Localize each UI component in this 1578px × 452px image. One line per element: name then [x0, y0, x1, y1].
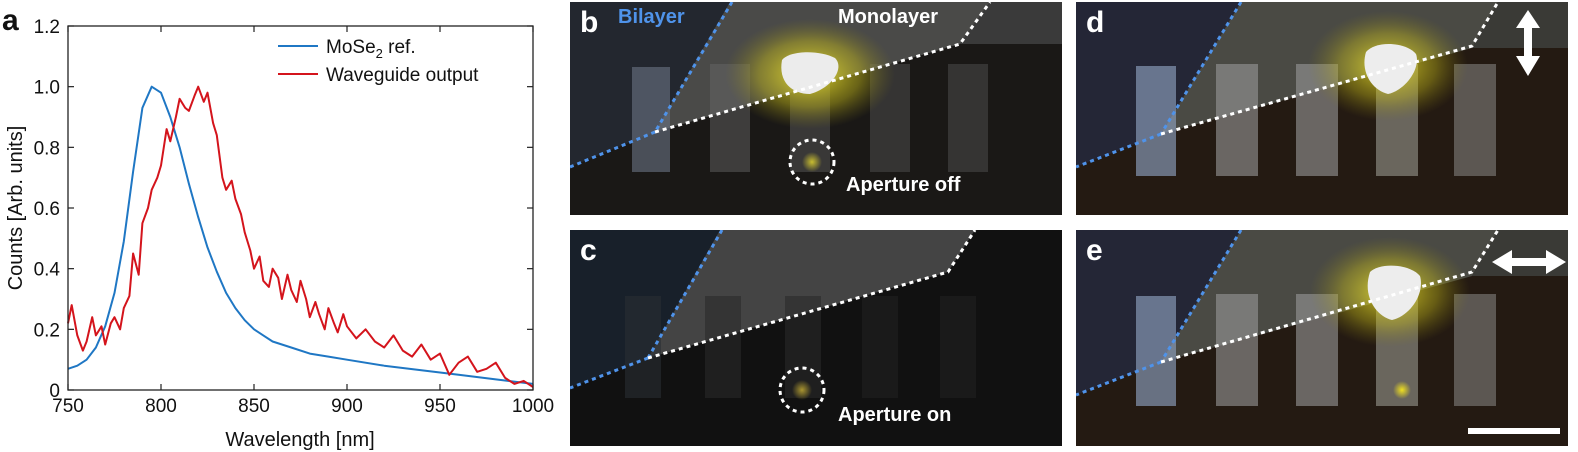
panel-label-e: e [1086, 234, 1103, 267]
bilayer-boundary-line-lower [570, 356, 649, 390]
bilayer-boundary-line [646, 230, 724, 359]
aperture-off-label: Aperture off [846, 174, 961, 196]
bilayer-boundary-line [653, 2, 734, 133]
legend-subscript: 2 [376, 46, 383, 61]
y-tick-label: 0.4 [34, 260, 61, 281]
horizontal-double-arrow-icon [1492, 250, 1566, 274]
y-tick-label: 0 [49, 381, 60, 402]
x-axis-label: Wavelength [nm] [225, 429, 374, 451]
image-panel-b: b Bilayer Monolayer Aperture off [570, 2, 1062, 215]
series-line-waveguide-output [67, 85, 534, 388]
x-tick-label: 1000 [512, 396, 554, 417]
panel-c-image [570, 230, 1062, 446]
legend: MoSe2 ref. Waveguide output [278, 37, 479, 86]
image-panel-e: e [1076, 230, 1568, 446]
bilayer-boundary-line-lower [1076, 132, 1162, 169]
bilayer-boundary-line [1159, 2, 1243, 135]
y-tick-label: 0.8 [34, 138, 60, 159]
particle-blob [781, 52, 839, 94]
particle-blob [1364, 43, 1417, 94]
vertical-double-arrow-icon [1516, 10, 1540, 76]
x-tick-label: 900 [331, 396, 363, 417]
image-panel-d: d [1076, 2, 1568, 215]
monolayer-boundary-line [647, 230, 977, 360]
legend-label-waveguide: Waveguide output [326, 65, 479, 86]
monolayer-label: Monolayer [838, 6, 939, 28]
y-axis-label: Counts [Arb. units] [5, 126, 27, 291]
panel-label-d: d [1086, 6, 1105, 39]
x-tick-label: 750 [52, 396, 84, 417]
y-tick-label: 1.0 [34, 78, 60, 99]
monolayer-boundary-line [654, 2, 992, 134]
panel-label-c: c [580, 234, 597, 267]
series-line-mose2-ref [67, 85, 534, 385]
bilayer-label: Bilayer [618, 6, 685, 28]
y-tick-label: 1.2 [34, 17, 60, 38]
panel-b-image [570, 2, 1062, 215]
legend-label-mose2: MoSe2 ref. [326, 37, 416, 61]
y-tick-label: 0.6 [34, 199, 60, 220]
panel-label-b: b [580, 6, 599, 39]
panel-d-image [1076, 2, 1568, 215]
bilayer-boundary-line-lower [1076, 360, 1162, 397]
bilayer-boundary-line [1159, 230, 1243, 363]
y-tick-label: 0.2 [34, 320, 60, 341]
aperture-on-label: Aperture on [838, 404, 952, 426]
monolayer-boundary-line [1160, 2, 1500, 136]
panel-label-a: a [2, 4, 19, 37]
scale-bar [1468, 428, 1560, 434]
panel-e-image [1076, 230, 1568, 446]
x-tick-label: 800 [145, 396, 177, 417]
spectrum-chart: a 750 800 850 900 950 1000 0 0.2 0.4 0.6 0.8 1.0 1.2… [2, 4, 554, 451]
aperture-marker-b [788, 138, 836, 186]
x-tick-label: 850 [238, 396, 270, 417]
image-panel-c: c Aperture on [570, 230, 1062, 446]
plot-frame [67, 25, 534, 391]
x-tick-label: 950 [424, 396, 456, 417]
particle-blob [1367, 265, 1421, 320]
monolayer-boundary-line [1160, 230, 1500, 364]
aperture-marker-c [778, 366, 826, 414]
